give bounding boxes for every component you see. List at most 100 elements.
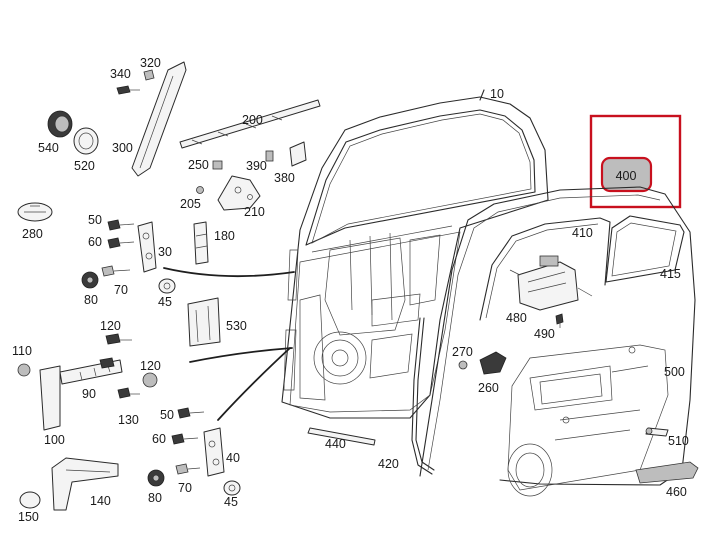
label-130[interactable]: 130: [118, 413, 139, 427]
part-150-cap[interactable]: [19, 491, 41, 509]
part-130-bolt[interactable]: [117, 387, 140, 399]
label-280[interactable]: 280: [22, 227, 43, 241]
part-60a-bolt[interactable]: [107, 237, 135, 249]
part-45a-washer[interactable]: [158, 278, 176, 294]
label-440[interactable]: 440: [325, 437, 346, 451]
part-380-bracket[interactable]: [289, 141, 307, 167]
label-380[interactable]: 380: [274, 171, 295, 185]
part-490-bolt[interactable]: [555, 313, 564, 328]
part-320-clip[interactable]: [143, 69, 155, 81]
part-110-nut[interactable]: [17, 363, 31, 377]
cable-middle: [189, 347, 293, 363]
part-520-plug[interactable]: [73, 127, 99, 155]
label-520[interactable]: 520: [74, 159, 95, 173]
part-30-upper-hinge[interactable]: [137, 221, 157, 273]
cable-lower: [217, 347, 291, 421]
label-400[interactable]: 400: [616, 169, 637, 183]
label-390[interactable]: 390: [246, 159, 267, 173]
part-400-badge[interactable]: [600, 156, 653, 193]
label-30a[interactable]: 30: [158, 245, 172, 259]
label-100[interactable]: 100: [44, 433, 65, 447]
label-45a[interactable]: 45: [158, 295, 172, 309]
part-440-sill-strip[interactable]: [307, 427, 376, 446]
part-90-pin[interactable]: [99, 357, 115, 369]
part-45b-washer[interactable]: [223, 480, 241, 496]
part-410-window-seal[interactable]: [479, 217, 611, 321]
label-260[interactable]: 260: [478, 381, 499, 395]
part-60b-bolt[interactable]: [171, 433, 199, 445]
part-460-outer-handle[interactable]: [635, 461, 699, 484]
label-60a[interactable]: 60: [88, 235, 102, 249]
label-150[interactable]: 150: [18, 510, 39, 524]
part-510-trim-strip[interactable]: [645, 427, 669, 437]
part-70b-bolt[interactable]: [175, 463, 201, 475]
label-460[interactable]: 460: [666, 485, 687, 499]
part-340-screw[interactable]: [116, 85, 140, 95]
label-500[interactable]: 500: [664, 365, 685, 379]
part-530-pad[interactable]: [187, 297, 221, 347]
label-50b[interactable]: 50: [160, 408, 174, 422]
label-320[interactable]: 320: [140, 56, 161, 70]
part-100-check-strap[interactable]: [39, 359, 123, 431]
highlight-frame: [589, 114, 682, 209]
part-180-foam-pad[interactable]: [193, 221, 209, 265]
part-280-button[interactable]: [17, 202, 53, 222]
label-420[interactable]: 420: [378, 457, 399, 471]
part-50b-bolt[interactable]: [177, 407, 205, 419]
part-50a-bolt[interactable]: [107, 219, 135, 231]
part-140-bracket[interactable]: [51, 457, 119, 511]
part-420-door-seal[interactable]: [411, 317, 435, 475]
part-10-door-shell[interactable]: [281, 89, 549, 419]
part-300-pillar-trim[interactable]: [131, 61, 187, 177]
label-70a[interactable]: 70: [114, 283, 128, 297]
label-120b[interactable]: 120: [140, 359, 161, 373]
label-10[interactable]: 10: [490, 87, 504, 101]
label-180[interactable]: 180: [214, 229, 235, 243]
label-70b[interactable]: 70: [178, 481, 192, 495]
label-415[interactable]: 415: [660, 267, 681, 281]
part-120a-bolt[interactable]: [105, 333, 132, 345]
label-50a[interactable]: 50: [88, 213, 102, 227]
label-530[interactable]: 530: [226, 319, 247, 333]
label-200[interactable]: 200: [242, 113, 263, 127]
part-500-outer-panel[interactable]: [419, 186, 696, 486]
part-80b-nut[interactable]: [147, 469, 165, 487]
label-80a[interactable]: 80: [84, 293, 98, 307]
label-120a[interactable]: 120: [100, 319, 121, 333]
label-250[interactable]: 250: [188, 158, 209, 172]
part-80a-nut[interactable]: [81, 271, 99, 289]
part-260-lock-bracket[interactable]: [479, 351, 507, 375]
cable-upper: [163, 267, 295, 278]
label-60b[interactable]: 60: [152, 432, 166, 446]
inner-trim-panel: [507, 344, 669, 497]
label-40a[interactable]: 40: [226, 451, 240, 465]
label-205[interactable]: 205: [180, 197, 201, 211]
label-45b[interactable]: 45: [224, 495, 238, 509]
part-120b-bolt[interactable]: [142, 372, 158, 388]
label-110[interactable]: 110: [12, 344, 32, 358]
part-250-clip[interactable]: [212, 160, 223, 170]
label-410[interactable]: 410: [572, 226, 593, 240]
part-415-rear-window[interactable]: [605, 215, 685, 283]
part-205-clip[interactable]: [196, 186, 204, 194]
part-540-grommet[interactable]: [47, 110, 73, 138]
part-40-lower-hinge[interactable]: [203, 427, 225, 477]
label-510[interactable]: 510: [668, 434, 689, 448]
label-140[interactable]: 140: [90, 494, 111, 508]
label-340[interactable]: 340: [110, 67, 131, 81]
part-200-belt-strip[interactable]: [179, 99, 321, 149]
label-480[interactable]: 480: [506, 311, 527, 325]
part-390-clip[interactable]: [265, 150, 274, 162]
part-210-hinge-bracket[interactable]: [217, 175, 261, 211]
part-270-clip[interactable]: [458, 360, 468, 370]
part-70a-bolt[interactable]: [101, 265, 131, 277]
label-270[interactable]: 270: [452, 345, 473, 359]
label-210[interactable]: 210: [244, 205, 265, 219]
part-480-window-regulator[interactable]: [509, 255, 593, 311]
label-300[interactable]: 300: [112, 141, 133, 155]
label-90[interactable]: 90: [82, 387, 96, 401]
label-80b[interactable]: 80: [148, 491, 162, 505]
label-540[interactable]: 540: [38, 141, 59, 155]
label-490[interactable]: 490: [534, 327, 555, 341]
